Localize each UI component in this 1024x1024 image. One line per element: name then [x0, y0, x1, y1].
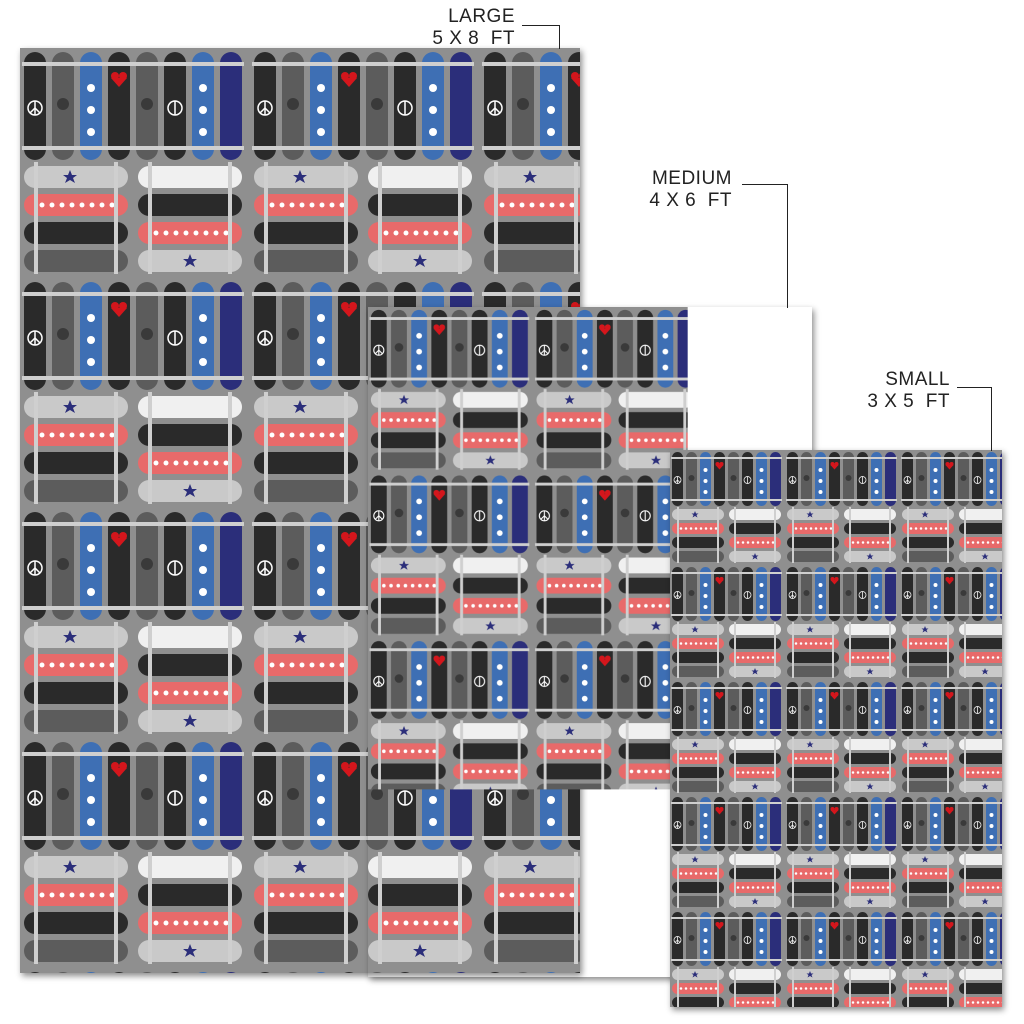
size-name: MEDIUM	[651, 168, 732, 189]
leader-line	[991, 387, 992, 451]
leader-line	[957, 387, 992, 388]
leader-line	[522, 25, 560, 26]
size-name: SMALL	[885, 369, 950, 390]
size-label-large: LARGE 5 X 8 FT	[405, 6, 515, 50]
rug-small-pattern	[670, 450, 1002, 1007]
size-dims: 4 X 6 FT	[649, 190, 732, 211]
size-label-medium: MEDIUM 4 X 6 FT	[620, 168, 732, 212]
size-dims: 5 X 8 FT	[432, 28, 515, 49]
size-label-small: SMALL 3 X 5 FT	[840, 369, 950, 413]
rug-medium	[368, 307, 812, 977]
leader-line	[787, 184, 788, 308]
leader-line	[742, 184, 788, 185]
size-dims: 3 X 5 FT	[867, 391, 950, 412]
size-name: LARGE	[448, 6, 515, 27]
rug-medium-pattern	[368, 307, 688, 790]
leader-line	[559, 25, 560, 49]
rug-small	[670, 450, 1002, 1007]
